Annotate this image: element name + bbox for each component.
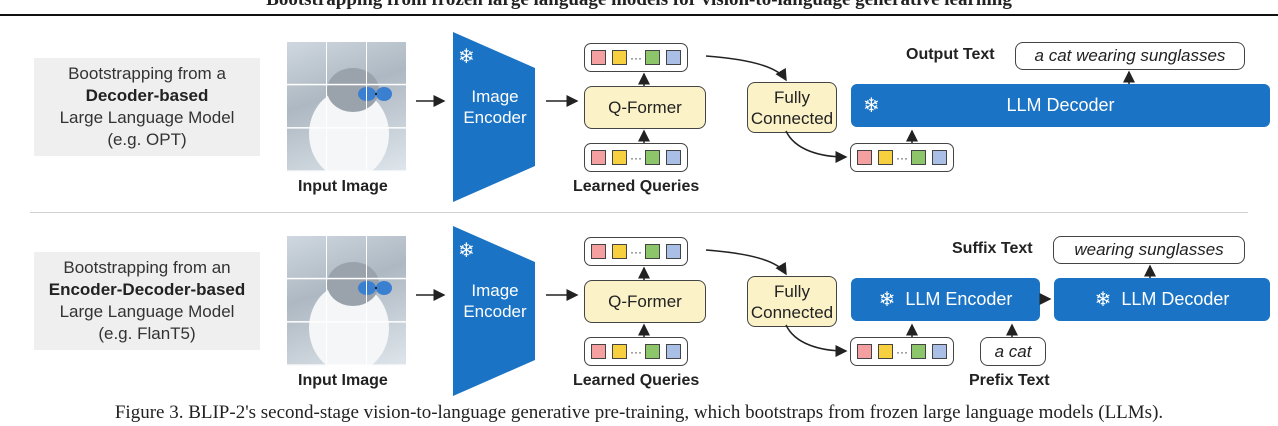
top-llm-label: LLM Decoder xyxy=(1006,95,1115,115)
bottom-llm-decoder-label: LLM Decoder xyxy=(1121,289,1230,309)
bottom-queries-label: Learned Queries xyxy=(573,372,700,389)
bottom-suffix-label: Suffix Text xyxy=(952,240,1033,257)
bottom-llm-encoder-label: LLM Encoder xyxy=(905,289,1013,309)
bottom-description: Bootstrapping from an Encoder-Decoder-ba… xyxy=(34,252,260,350)
top-desc-line4: (e.g. OPT) xyxy=(107,130,187,149)
top-desc-line3: Large Language Model xyxy=(59,108,235,127)
bottom-desc-bold: Encoder-Decoder-based xyxy=(48,280,246,299)
bottom-learned-queries: ··· xyxy=(584,337,688,366)
bottom-llm-decoder: ❄ LLM Decoder xyxy=(1054,278,1270,321)
snowflake-icon: ❄ xyxy=(1094,289,1112,311)
bottom-desc-line3: Large Language Model xyxy=(59,302,235,321)
divider-middle xyxy=(30,212,1248,213)
bottom-fc-label: Fully Connected xyxy=(750,281,834,322)
top-fully-connected: Fully Connected xyxy=(747,82,837,133)
top-llm-decoder: ❄ LLM Decoder xyxy=(851,84,1270,127)
bottom-desc-line1: Bootstrapping from an xyxy=(63,258,231,277)
top-queries-label: Learned Queries xyxy=(573,178,700,195)
top-query-output-tokens: ··· xyxy=(584,43,688,72)
arrow xyxy=(705,55,787,82)
bottom-llm-input-tokens: ··· xyxy=(850,337,954,366)
bottom-prefix-label: Prefix Text xyxy=(969,372,1050,389)
token xyxy=(591,50,606,65)
top-input-image xyxy=(287,42,407,172)
bottom-qformer: Q-Former xyxy=(584,280,706,323)
snowflake-icon: ❄ xyxy=(878,289,896,311)
bottom-encoder-label: Image Encoder xyxy=(463,281,527,321)
bottom-prefix-text: a cat xyxy=(980,337,1046,366)
arrow xyxy=(785,130,848,163)
top-qformer: Q-Former xyxy=(584,86,706,129)
arrow xyxy=(785,324,848,357)
top-desc-line1: Bootstrapping from a xyxy=(68,64,226,83)
top-learned-queries: ··· xyxy=(584,143,688,172)
top-description: Bootstrapping from a Decoder-based Large… xyxy=(34,58,260,156)
top-input-label: Input Image xyxy=(298,178,388,195)
token xyxy=(666,50,681,65)
arrow xyxy=(705,249,787,276)
top-fc-label: Fully Connected xyxy=(750,87,834,128)
top-output-label: Output Text xyxy=(906,46,995,63)
bottom-fully-connected: Fully Connected xyxy=(747,276,837,327)
snowflake-icon: ❄ xyxy=(458,240,475,262)
bottom-input-image xyxy=(287,236,407,366)
token xyxy=(612,50,627,65)
bottom-llm-encoder: ❄ LLM Encoder xyxy=(851,278,1040,321)
top-output-text: a cat wearing sunglasses xyxy=(1015,42,1245,70)
figure-heading: Bootstrapping from frozen large language… xyxy=(0,0,1278,11)
snowflake-icon: ❄ xyxy=(458,46,475,68)
bottom-query-output-tokens: ··· xyxy=(584,237,688,266)
figure-caption: Figure 3. BLIP-2's second-stage vision-t… xyxy=(114,402,1164,423)
bottom-suffix-text: wearing sunglasses xyxy=(1053,236,1245,264)
bottom-desc-line4: (e.g. FlanT5) xyxy=(98,324,196,343)
top-llm-input-tokens: ··· xyxy=(850,143,954,172)
top-desc-bold: Decoder-based xyxy=(85,86,209,105)
token xyxy=(645,50,660,65)
snowflake-icon: ❄ xyxy=(863,95,880,117)
divider-top xyxy=(0,14,1278,16)
bottom-input-label: Input Image xyxy=(298,372,388,389)
top-encoder-label: Image Encoder xyxy=(463,87,527,127)
